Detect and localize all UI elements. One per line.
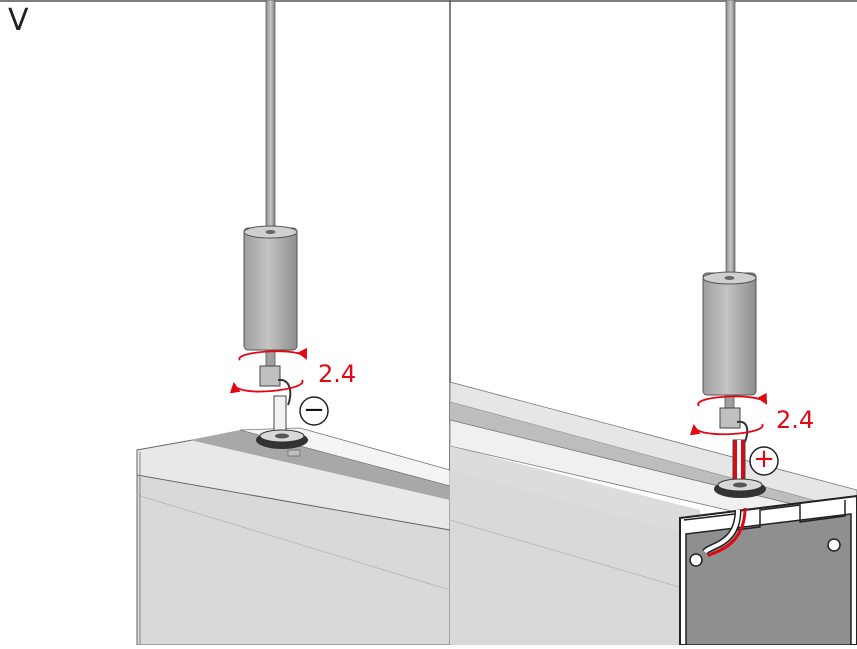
left-cable-gripper xyxy=(243,227,298,351)
right-cable-gripper xyxy=(702,272,757,396)
right-inner-red-wire xyxy=(706,507,747,558)
right-suspension-cable xyxy=(725,0,736,279)
right-adjust-nut xyxy=(719,407,741,429)
left-profile-seam xyxy=(136,494,451,591)
left-panel xyxy=(136,0,451,646)
left-rotation-arrow-bottom xyxy=(229,379,304,394)
right-profile-front xyxy=(450,470,690,645)
right-adjust-label: 2.4 xyxy=(776,408,814,432)
left-rail-groove xyxy=(190,430,450,500)
left-polarity-symbol: − xyxy=(303,395,325,425)
right-rotation-arrow-bottom xyxy=(689,423,764,436)
left-polarity-circle xyxy=(299,396,329,426)
right-adjust-value: 2.4 xyxy=(776,406,815,434)
right-rail-top xyxy=(449,381,857,513)
right-polarity-circle xyxy=(749,446,779,476)
left-rotation-arrow-top xyxy=(238,347,307,361)
left-adjust-value: 2.4 xyxy=(318,360,357,388)
right-rotation-arrow-top xyxy=(697,392,768,407)
right-panel xyxy=(449,0,857,646)
step-letter: V xyxy=(8,3,29,38)
left-adjust-nut xyxy=(259,365,281,387)
right-polarity-symbol: + xyxy=(753,444,775,474)
left-suspension-cable xyxy=(265,0,276,233)
left-adjust-label: 2.4 xyxy=(318,362,356,386)
